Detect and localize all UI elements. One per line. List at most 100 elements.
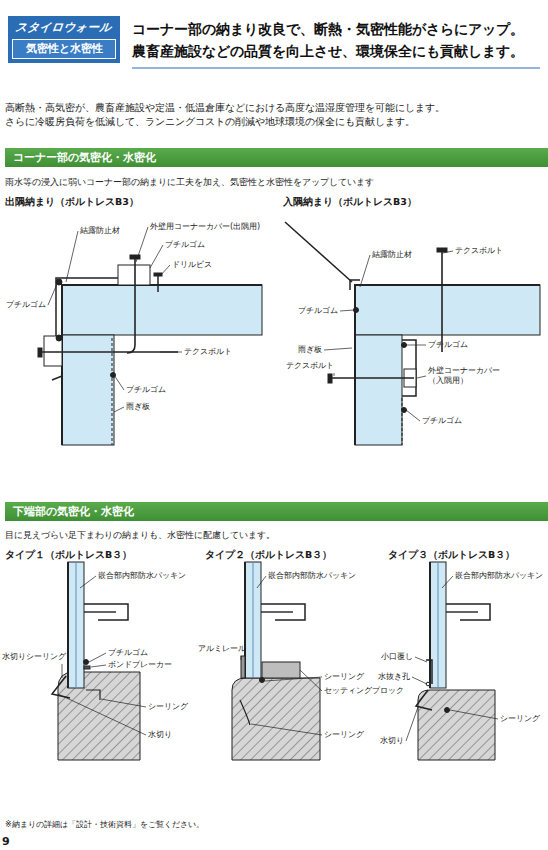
type1-drawing-part [86,690,100,700]
figure-heading: タイプ３（ボルトレスB３） [388,549,515,561]
part-label: ブチルゴム [6,300,46,310]
type2-drawing-part [253,562,254,678]
leader-line [48,284,57,305]
inside-corner-drawing [285,222,540,445]
part-label: テクスボルト [455,246,503,256]
type1-drawing-part [67,562,69,688]
leader-line [406,410,420,421]
part-label: ブチルゴム [298,306,338,316]
type1-drawing-part [52,676,70,698]
figure-heading: 出隅納まり（ボルトレスB3） [5,196,139,208]
part-label: 水切り [148,730,172,740]
section-band: 下端部の気密化・水密化 [5,502,548,521]
type2-drawing-part [262,662,300,678]
leader-line [415,657,427,662]
leader-line [80,576,96,588]
footnote: ※納まりの詳細は「設計・技術資料」をご覧ください。 [5,820,204,830]
leader-line [406,707,418,741]
type3-drawing-part [445,708,450,713]
leader-line [62,664,63,678]
leader-line [160,352,182,353]
type2-drawing-part [260,678,265,683]
type2-drawing [232,562,320,760]
figure-heading: タイプ２（ボルトレスB３） [205,549,332,561]
type3-drawing-part [446,611,478,612]
node-heading: スタイロウォール [11,19,117,35]
outside-corner-drawing-part [118,265,150,285]
part-label: ドリルビス [172,260,212,270]
part-label: 嵌合部内部防水パッキン [455,571,543,581]
type1-drawing-part [84,666,90,669]
type3-drawing-part [418,690,495,760]
headline: コーナー部の納まり改良で、断熱・気密性能がさらにアップ。 農畜産施設などの品質を… [132,18,537,62]
outside-corner-drawing-part [157,276,159,292]
leader-line [340,310,354,311]
part-label: ブチルゴム [422,416,462,426]
outside-corner-drawing-part [38,348,42,357]
part-label: 水切りシーリング [2,652,66,662]
inside-corner-drawing-part [441,252,443,352]
part-label: シーリング [324,672,364,682]
part-label: テクスボルト [286,361,334,371]
section-note: 目に見えづらい足下まわりの納まりも、水密性に配慮しています。 [5,530,275,541]
outside-corner-drawing-part [42,351,178,353]
part-label: 嵌合部内部防水パッキン [98,571,186,581]
outside-corner-drawing-part [44,336,62,366]
type2-drawing-part [245,562,261,678]
inside-corner-drawing-part [332,377,414,379]
section-band: コーナー部の気密化・水密化 [5,148,548,167]
type1-drawing-part [68,562,84,688]
leader-line [442,576,453,588]
part-label: ブチルゴム [165,240,205,250]
type2-drawing-part [241,656,245,678]
type2-drawing-part [261,604,305,620]
part-label: セッティングブロック [324,686,404,696]
leader-line [334,373,335,376]
outside-corner-drawing [38,255,262,445]
inside-corner-drawing-part [328,374,332,383]
inside-corner-drawing-part [355,285,540,335]
leader-line [89,653,106,662]
leader-line [412,677,427,684]
leader-line [114,375,124,390]
outside-corner-drawing-part [56,335,62,341]
part-label: シーリング [500,714,540,724]
part-label: ブチルゴム [428,340,468,350]
inside-corner-drawing-part [350,280,360,290]
leader-line [360,255,370,287]
part-label: 外壁コーナーカバー（入隅用） [428,366,508,386]
leader-line [101,699,146,707]
type1-drawing-part [76,562,77,688]
figure-heading: タイプ１（ボルトレスB３） [5,549,132,561]
outside-corner-drawing-part [52,376,62,380]
outside-corner-drawing-part [56,278,118,340]
part-label: シーリング [148,702,188,712]
header-rule [132,68,540,69]
inside-corner-drawing-part [402,408,407,413]
leader-line [241,656,242,660]
inside-corner-drawing-part [402,343,407,348]
outside-corner-drawing-part [112,338,113,445]
section-note: 雨水等の浸入に弱いコーナー部の納まりに工夫を加え、気密性と水密性をアップしていま… [5,177,374,188]
part-label: ブチルゴム [126,385,166,395]
leader-line [251,724,322,735]
inside-corner-drawing-part [355,335,402,445]
part-label: 水切り [380,736,404,746]
leader-line [265,677,322,681]
body-text: さらに冷暖房負荷を低減して、ランニングコストの削減や地球環境の保全にも貢献します… [5,116,415,128]
body-text: 高断熱・高気密が、農畜産施設や定温・低温倉庫などにおける高度な温湿度管理を可能に… [5,102,445,114]
inside-corner-drawing-part [285,222,352,282]
part-label: 雨ぎ板 [126,402,150,412]
part-label: 水抜き孔 [378,672,410,682]
type2-drawing-part [240,700,250,725]
type3-drawing-part [416,690,432,710]
leader-line [450,710,498,719]
leader-line [160,265,170,276]
inside-corner-drawing-part [354,308,359,313]
part-label: 外壁用コーナーカバー(出隅用) [150,222,260,232]
inside-corner-drawing-part [402,340,416,396]
node-heading: 下端部の気密化・水密化 [13,505,540,518]
product-badge: スタイロウォール気密性と水密性 [8,16,120,63]
